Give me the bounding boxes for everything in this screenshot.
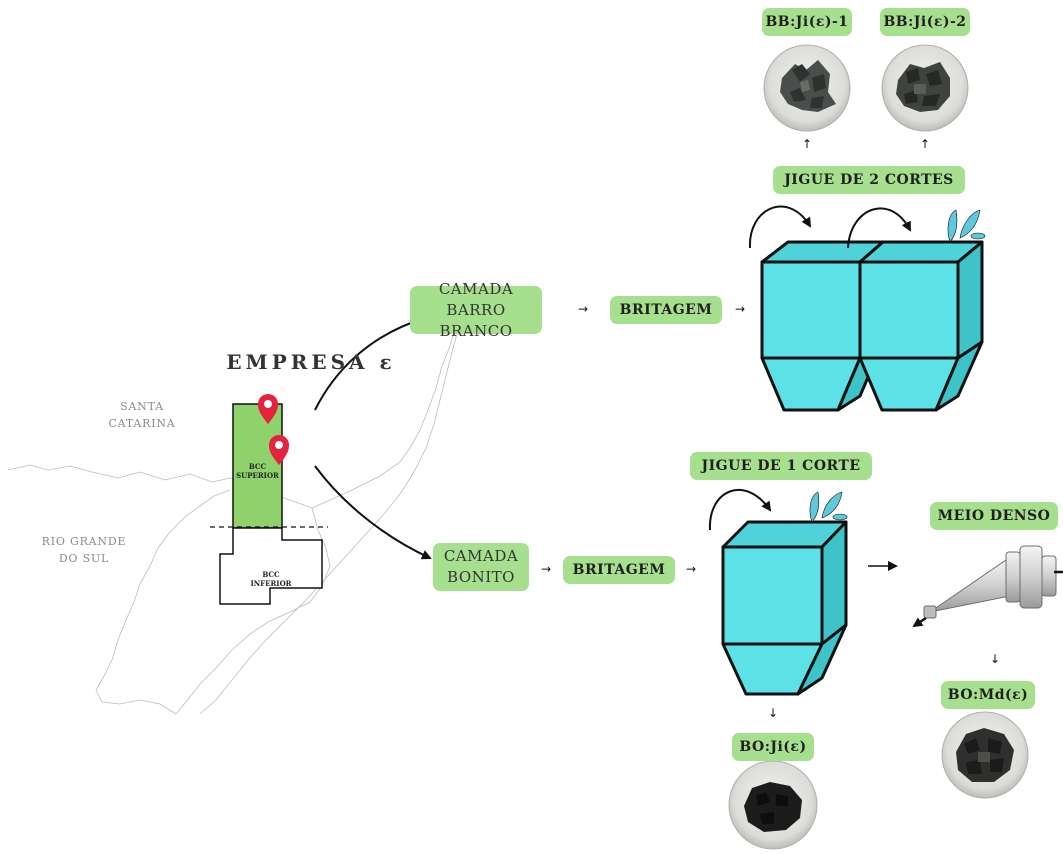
water-splash-icon: [809, 491, 848, 523]
bcc-inferior-label: BCC INFERIOR: [236, 570, 306, 588]
map-outline: [7, 309, 463, 715]
map-label-line: DO SUL: [58, 552, 110, 565]
map-label-line: SANTA: [120, 400, 164, 413]
bcc-label-line: SUPERIOR: [236, 471, 279, 480]
jig-one-cut: [721, 520, 848, 696]
map-label-line: RIO GRANDE: [41, 535, 127, 548]
water-splash-icon: [947, 209, 986, 243]
sample-photo-bo-md: [941, 711, 1029, 799]
layer-line: BRANCO: [439, 321, 513, 340]
down-arrow-icon: ↓: [990, 652, 1001, 666]
jig-flow-arrow: [847, 207, 911, 249]
sample-photo-bb2: [881, 44, 969, 132]
sample-photo-bo-ji: [728, 760, 818, 850]
bcc-label-line: BCC: [248, 462, 267, 471]
route-arrow-top: [314, 315, 427, 411]
location-pin-icon: [258, 394, 278, 424]
product-bb-ji-2: BB:Ji(ε)-2: [880, 8, 970, 36]
product-bo-md: BO:Md(ε): [941, 681, 1035, 709]
flow-arrow-icon: →: [735, 302, 746, 316]
dense-medium-cyclone-icon: [912, 545, 1063, 628]
jig-two-cuts-title: JIGUE DE 2 CORTES: [773, 166, 965, 194]
dense-medium-title: MEIO DENSO: [930, 502, 1058, 530]
location-pin-icon: [269, 435, 289, 465]
company-name: EMPRESA ε: [226, 350, 396, 374]
product-bb-ji-1: BB:Ji(ε)-1: [762, 8, 852, 36]
bcc-inferior-block: [219, 527, 323, 605]
bcc-map: [210, 403, 328, 605]
layer-bonito: CAMADA BONITO: [433, 543, 529, 591]
bcc-label-line: BCC: [262, 570, 280, 579]
map-label-rio-grande-do-sul: RIO GRANDE DO SUL: [34, 533, 134, 567]
up-arrow-icon: ↑: [920, 137, 931, 151]
route-arrow-bottom: [314, 465, 432, 560]
layer-line: CAMADA: [443, 547, 519, 565]
layer-barro-branco: CAMADA BARRO BRANCO: [410, 280, 542, 340]
sample-photo-bb1: [763, 44, 851, 132]
map-label-santa-catarina: SANTA CATARINA: [100, 398, 184, 432]
flow-arrow-icon: →: [578, 302, 589, 316]
bcc-superior-label: BCC SUPERIOR: [233, 462, 282, 480]
down-arrow-icon: ↓: [768, 706, 779, 720]
jig-flow-arrow: [708, 489, 772, 531]
product-bo-ji: BO:Ji(ε): [732, 733, 814, 761]
layer-line: BONITO: [447, 568, 515, 586]
flow-arrow-icon: →: [686, 562, 697, 576]
crushing-bottom: BRITAGEM: [563, 556, 675, 584]
crushing-top: BRITAGEM: [610, 296, 722, 324]
layer-line: CAMADA BARRO: [438, 279, 514, 319]
up-arrow-icon: ↑: [802, 137, 813, 151]
flow-arrow-icon: →: [541, 562, 552, 576]
jig-flow-arrow: [748, 205, 812, 249]
map-label-line: CATARINA: [108, 417, 176, 430]
jig-one-cut-title: JIGUE DE 1 CORTE: [690, 452, 872, 480]
jig-two-cuts: [760, 240, 984, 412]
bcc-label-line: INFERIOR: [250, 579, 292, 588]
